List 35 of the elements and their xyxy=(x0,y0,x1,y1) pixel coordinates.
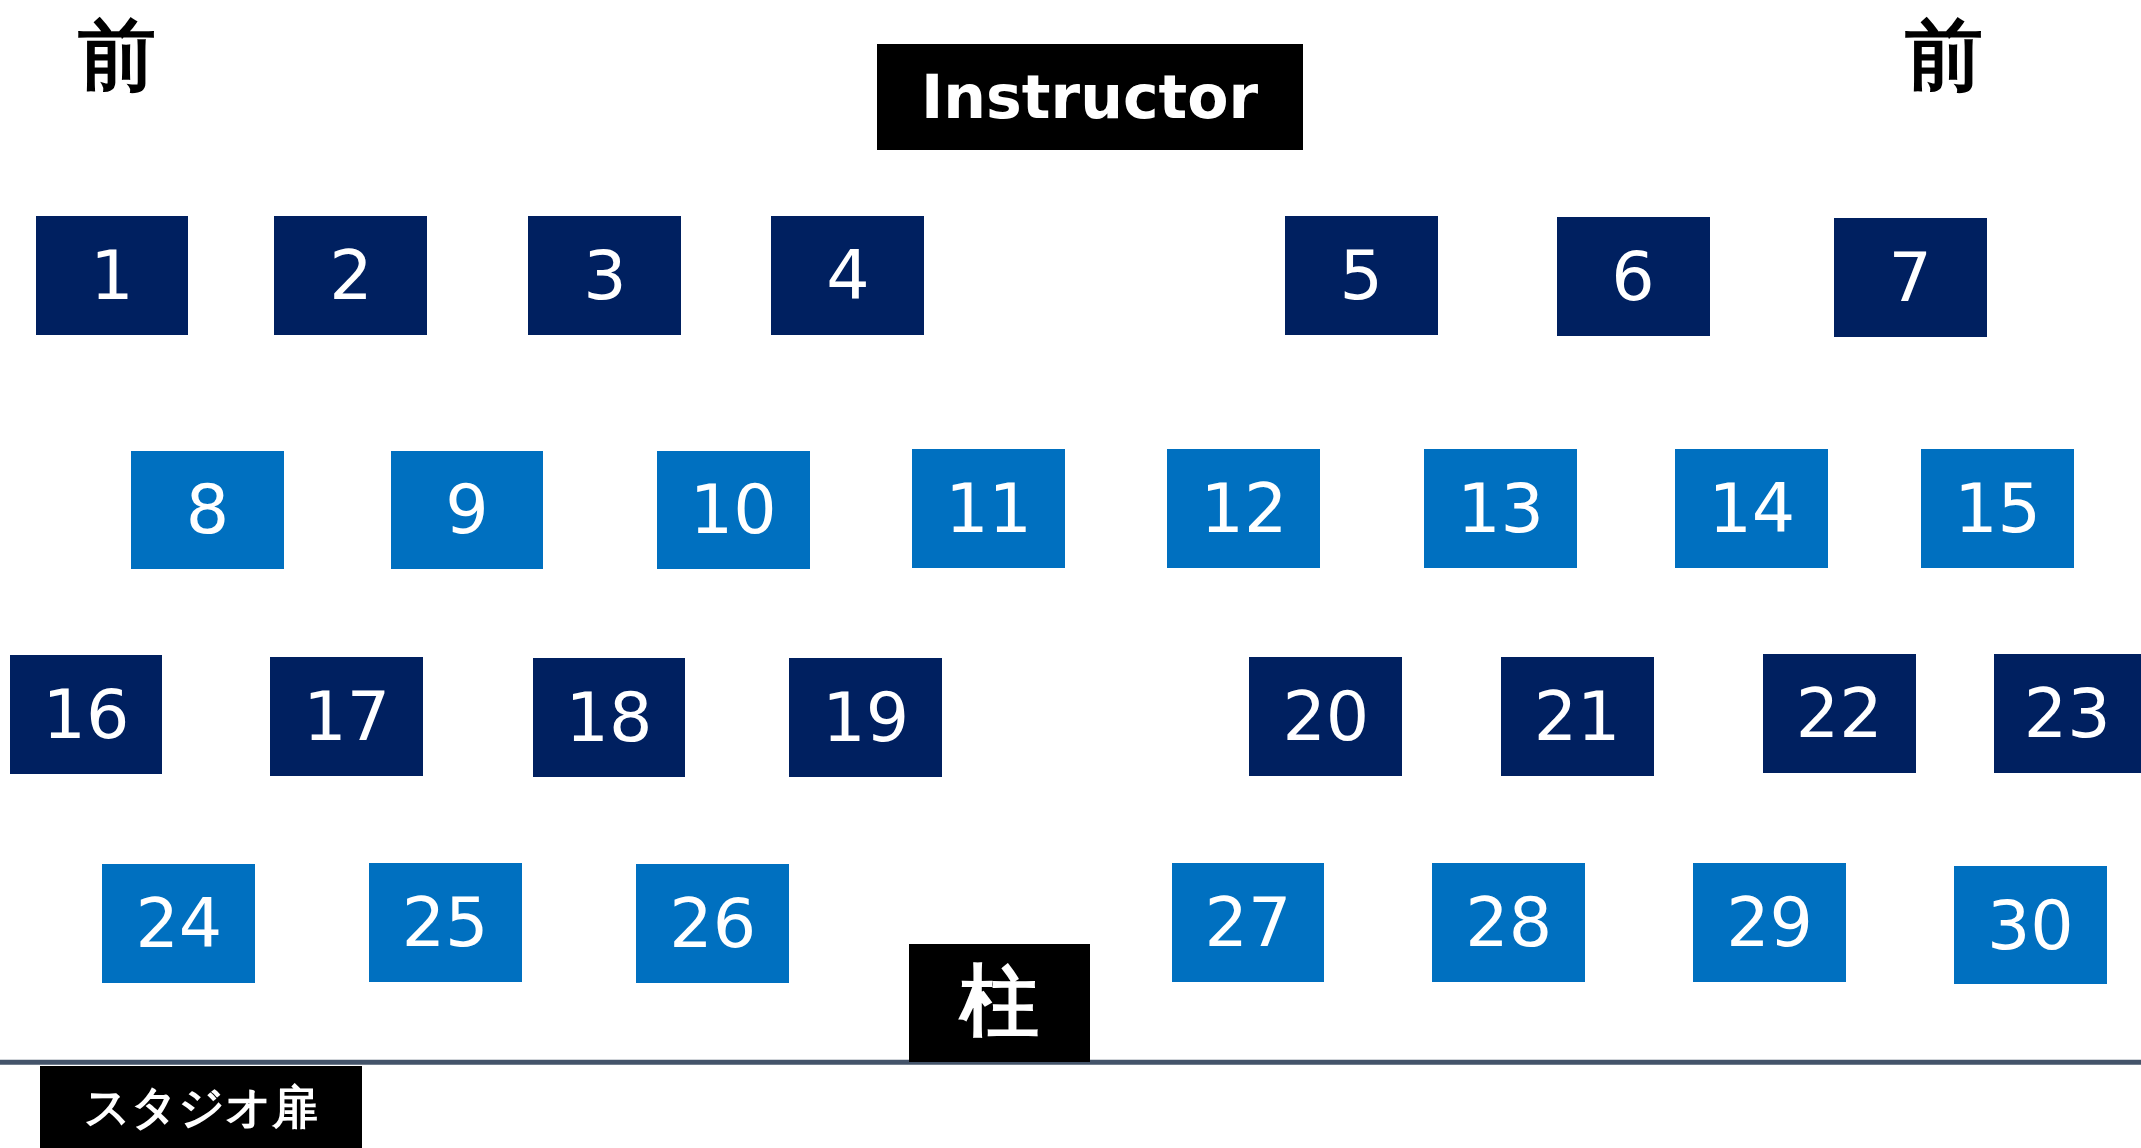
door-label: スタジオ扉 xyxy=(39,1066,362,1148)
seat-box: 10 xyxy=(656,450,810,570)
seat-box: 7 xyxy=(1833,218,1987,338)
seat-box: 17 xyxy=(270,656,424,776)
seat-box: 5 xyxy=(1284,215,1438,335)
seat-box: 2 xyxy=(274,215,428,335)
seat-box: 27 xyxy=(1171,862,1325,982)
seat-box: 8 xyxy=(131,450,284,570)
pillar-box: 柱 xyxy=(909,943,1090,1063)
instructor-box: Instructor xyxy=(876,43,1303,151)
seat-box: 13 xyxy=(1424,449,1578,568)
seat-box: 24 xyxy=(102,864,256,984)
seat-box: 3 xyxy=(528,215,682,335)
seat-box: 11 xyxy=(912,449,1066,568)
seat-box: 12 xyxy=(1167,449,1321,568)
seat-box: 6 xyxy=(1556,217,1710,336)
seat-box: 14 xyxy=(1675,449,1829,568)
seat-box: 30 xyxy=(1953,865,2107,985)
front-label: 前 xyxy=(77,16,156,95)
seat-box: 23 xyxy=(1993,654,2141,773)
seat-box: 1 xyxy=(35,215,189,335)
seat-box: 28 xyxy=(1432,862,1586,982)
seat-box: 22 xyxy=(1762,654,1916,773)
seat-box: 25 xyxy=(368,862,522,982)
seat-box: 4 xyxy=(771,215,925,335)
seat-box: 15 xyxy=(1921,449,2075,568)
seat-box: 20 xyxy=(1249,656,1403,776)
seat-box: 16 xyxy=(9,655,163,775)
seat-box: 9 xyxy=(390,450,544,570)
seat-box: 21 xyxy=(1500,656,1654,776)
front-label: 前 xyxy=(1904,16,1983,95)
seat-box: 19 xyxy=(789,658,943,777)
seat-box: 18 xyxy=(532,658,686,777)
seat-box: 29 xyxy=(1693,862,1847,982)
seat-box: 26 xyxy=(636,864,790,984)
